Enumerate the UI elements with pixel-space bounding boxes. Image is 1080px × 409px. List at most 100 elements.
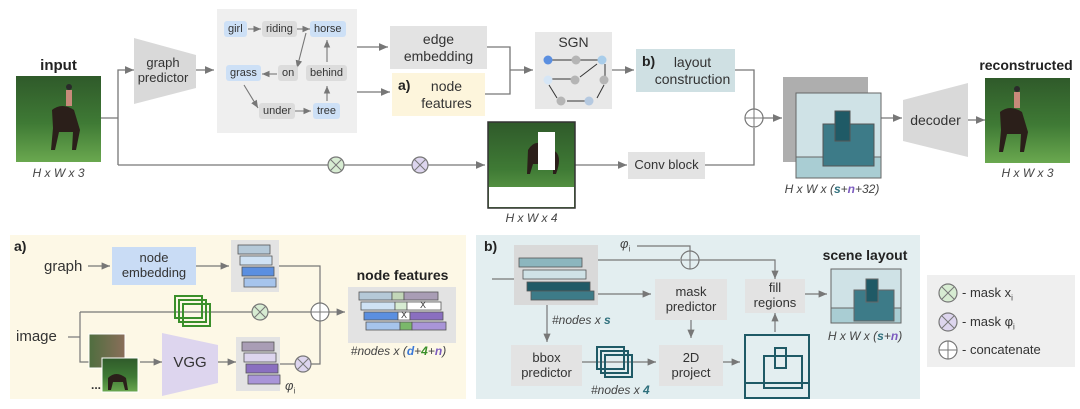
input-dims: H x W x 3 [32,166,85,180]
bbox-squares-icon [596,346,633,378]
nodes-4-prefix: #nodes x [591,383,644,397]
node-features-matrix [348,287,456,343]
input-image [16,76,101,162]
combined-layout-stack [783,77,882,179]
node-embedding-line2: embedding [121,265,187,280]
graph-node-girl: girl [224,21,247,37]
project-2d-line1: 2D [682,349,700,365]
nf-dims-plus1: + [414,344,422,358]
phi-subscript: i [293,386,296,396]
node-features-line1: node [430,78,463,95]
sgn-label: SGN [558,34,589,50]
edge-embedding-line2: embedding [403,47,474,64]
graph-predictor-line2: predictor [137,69,189,85]
combined-dims-n: n [847,182,855,196]
layout-construction-line2: construction [654,70,731,87]
phi-symbol-b: φ [620,236,629,251]
legend-mask-phi-text: - mask φ [962,314,1014,329]
graph-node-horse: horse [310,21,346,37]
graph-node-riding: riding [262,21,297,37]
nodes-s-label: #nodes x s [552,313,611,327]
node-embedding-stack [231,240,279,292]
vgg-shape [162,333,218,396]
green-masks-icon [174,295,211,327]
fill-regions-line2: regions [753,295,797,310]
decoder-shape [903,83,968,157]
graph-node-on: on [278,65,299,81]
legend-concat-icon [938,340,958,360]
layout-dims-suffix: ) [898,329,903,343]
graph-node-grass: grass [226,65,261,81]
bbox-predictor-line2: predictor [521,364,572,380]
layout-construction-line1: layout [673,54,712,71]
nf-dims-suffix: ) [442,344,447,358]
layout-dims-s: s [877,329,884,343]
vgg-label: VGG [173,354,207,371]
graph-node-under: under [259,103,296,119]
graph-predictor-line1: graph [146,55,180,70]
nf-dims-prefix: #nodes x ( [350,344,407,358]
mask-predictor-line1: mask [675,283,707,299]
combined-dims-suffix: +32) [855,182,880,196]
nf-dims-4: 4 [421,344,428,358]
legend-mask-x-text: - mask x [962,285,1012,300]
sgn-graph-edges [548,59,606,102]
conv-block-box: Conv block [628,152,705,179]
masked-image-dims: H x W x 4 [505,211,558,225]
layout-dims-prefix: H x W x ( [827,329,878,343]
layout-construction-tag: b) [642,53,656,69]
project-2d-line2: project [671,364,711,380]
decoder-label: decoder [910,112,961,128]
legend-mask-phi-icon [938,312,958,332]
combined-dims-prefix: H x W x ( [784,182,834,196]
node-features-title: node features [356,267,449,283]
phi-subscript-b: i [628,244,631,254]
panel-a-image-label: image [16,328,57,345]
output-dims: H x W x 3 [1001,166,1054,180]
legend-item-mask-phi: - mask φi [962,314,1015,332]
layout-dims-n: n [890,329,899,343]
combined-dims: H x W x (s+n+32) [772,182,892,197]
legend-mask-phi-sub: i [1013,322,1015,332]
panel-a-tag: a) [14,238,27,254]
node-features-dims: #nodes x (d+4+n) [336,344,461,359]
bbox-predictor-line1: bbox [532,349,561,365]
node-features-line2: features [421,94,472,111]
concat-operator-a [310,302,330,322]
panel-b-tag: b) [484,238,498,254]
mask-phi-operator-top [411,156,429,174]
nf-dims-d: d [406,344,415,358]
legend-mask-x-sub: i [1011,293,1013,303]
edge-embedding-line1: edge [422,31,455,48]
sgn-box [535,32,612,109]
graph-predictor-shape [134,38,196,104]
scene-layout-dims: H x W x (s+n) [815,329,915,344]
crop-images [88,333,139,393]
legend-item-concatenate: - concatenate [962,342,1041,357]
panel-a-graph-label: graph [44,258,83,275]
layout-node-stack [514,245,598,305]
sgn-graph-nodes [543,55,609,106]
graph-node-behind: behind [306,65,348,81]
combined-dims-s: s [833,182,841,196]
reconstructed-title: reconstructed [979,57,1073,73]
phi-label-b: φi [620,236,630,254]
reconstructed-image [985,78,1070,163]
nf-dims-n: n [434,344,443,358]
phi-symbol: φ [285,378,294,393]
node-embedding-line1: node [139,250,169,266]
vgg-feature-stack [236,337,281,391]
projected-boxes [744,334,810,399]
concat-operator-top [744,108,764,128]
matrix-cell-x2: X [401,310,408,320]
masked-image [487,121,576,209]
concat-operator-b [680,250,700,270]
input-title: input [40,57,77,74]
